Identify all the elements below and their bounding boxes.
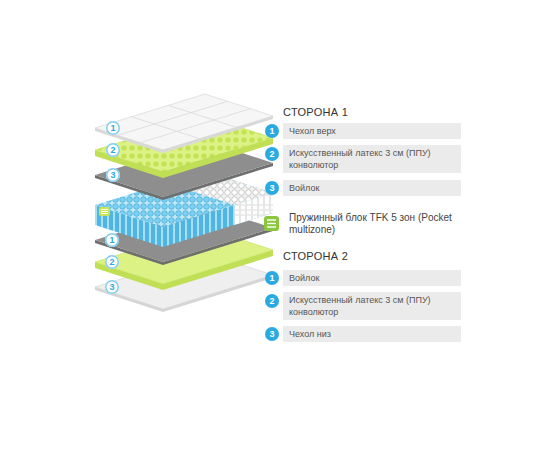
layer-label-band: Чехол низ [283,326,461,342]
callout-number: 3 [105,280,119,294]
callout-number: 1 [106,121,120,135]
side-heading: СТОРОНА 1 [283,106,348,118]
layer-label-band: Искусственный латекс 3 см (ППУ) конволют… [283,145,461,173]
callout-text: 2 [109,143,117,157]
callout-text: 3 [108,280,116,294]
callout-number: 2 [106,143,120,157]
callout-text: 1 [268,124,276,138]
layer-name: Войлок [289,182,455,194]
layer-name: Чехол верх [289,125,455,137]
callout-text: 1 [108,233,116,247]
callout-text: 2 [268,147,276,161]
spring-block-label: Пружинный блок TFK 5 зон (Pocket multizo… [289,212,469,236]
callout-badge: 3 [265,181,279,195]
top-cover-layer [95,94,273,153]
callout-text: 3 [109,168,117,182]
spring-block-icon [264,216,279,231]
callout-badge: 3 [265,327,279,341]
callout-number: 3 [106,168,120,182]
spring-icon [99,207,110,216]
layer-name: Искусственный латекс 3 см (ППУ) конволют… [289,147,455,171]
layer-name: Искусственный латекс 3 см (ППУ) конволют… [289,294,455,318]
callout-text: 1 [109,121,117,135]
layer-name: Чехол низ [289,328,455,340]
label-text: СТОРОНА 1 [283,106,348,118]
callout-badge: 1 [265,124,279,138]
callout-text: 3 [268,327,276,341]
callout-text: 1 [268,271,276,285]
callout-badge: 1 [265,271,279,285]
label-text: Пружинный блок TFK 5 зон (Pocket multizo… [289,212,469,236]
callout-number: 2 [105,255,119,269]
side-heading: СТОРОНА 2 [283,250,348,262]
callout-text: 3 [268,181,276,195]
callout-badge: 2 [265,294,279,308]
callout-number: 1 [105,233,119,247]
layer-label-band: Войлок [283,180,461,196]
callout-text: 2 [108,255,116,269]
callout-badge: 2 [265,147,279,161]
layer-label-band: Войлок [283,270,461,286]
callout-text: 2 [268,294,276,308]
label-text: СТОРОНА 2 [283,250,348,262]
layer-name: Войлок [289,272,455,284]
layer-label-band: Искусственный латекс 3 см (ППУ) конволют… [283,292,461,320]
layer-label-band: Чехол верх [283,123,461,139]
